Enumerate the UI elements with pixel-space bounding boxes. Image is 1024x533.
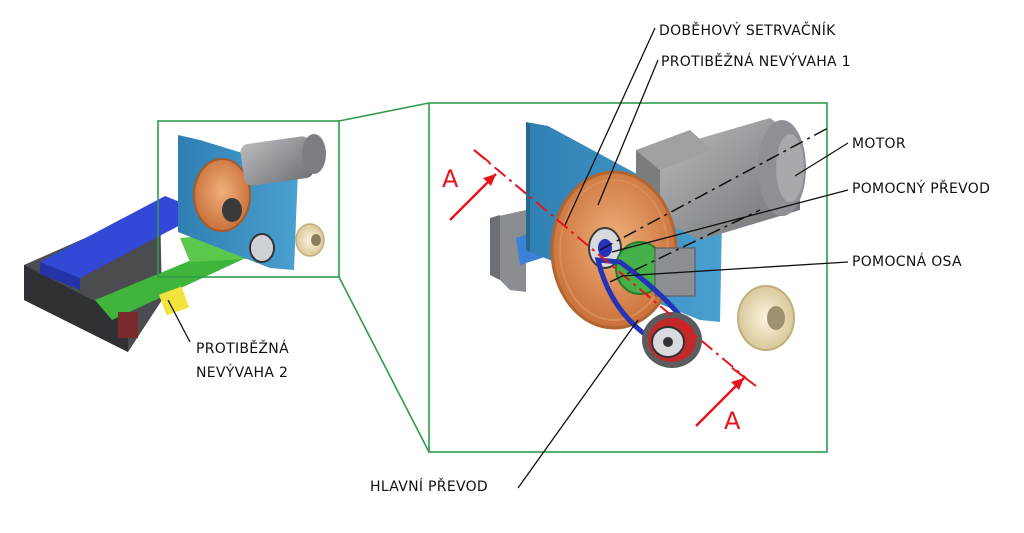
section-label-bottom: A [724,407,741,435]
leader-unbalance-1 [597,59,659,206]
leader-main-transmission [517,319,639,489]
section-arrow-top [449,149,497,221]
overview-zoom-frame [157,120,340,278]
overview-pulley [249,233,275,263]
leader-flywheel [564,27,656,226]
leader-aux-axis [621,261,849,277]
motor-axis-line [599,127,829,251]
label-aux-axis: POMOCNÁ OSA [852,254,962,270]
section-arrow-bottom [695,367,757,427]
overview-blue-rail-side [40,262,80,290]
overview-roller [295,223,325,257]
overview-red-cap [118,312,138,338]
leader-motor [794,142,849,177]
overview-base-side [24,265,128,352]
leader-unbalance-2 [167,299,191,343]
aux-axis-line [609,209,761,283]
overview-motor [240,136,314,186]
label-counter-unbalance-2-line2: NEVÝVAHA 2 [196,365,289,381]
detail-assembly [490,118,806,368]
overview-yellow-block [158,286,190,316]
detail-motor [636,118,806,240]
label-aux-transmission: POMOCNÝ PŘEVOD [852,181,991,197]
leader-lines [167,27,849,489]
label-main-transmission: HLAVNÍ PŘEVOD [370,479,489,495]
section-label-top: A [442,165,459,193]
label-motor: MOTOR [852,136,906,152]
zoom-connector-bottom [338,276,430,453]
overview-blue-rail [40,196,205,278]
overview-flywheel [193,158,251,232]
detail-zoom-frame [428,102,828,453]
label-counter-unbalance-1: PROTIBĚŽNÁ NEVÝVAHA 1 [661,54,851,70]
detail-pulley [642,312,702,368]
overview-assembly [24,134,326,352]
leader-aux-transmission [611,189,849,253]
section-line-a [473,149,747,379]
label-flywheel: DOBĚHOVÝ SETRVAČNÍK [659,23,836,39]
label-counter-unbalance-2-line1: PROTIBĚŽNÁ [196,341,289,357]
detail-roller [737,285,795,351]
zoom-connector-top [338,102,430,122]
